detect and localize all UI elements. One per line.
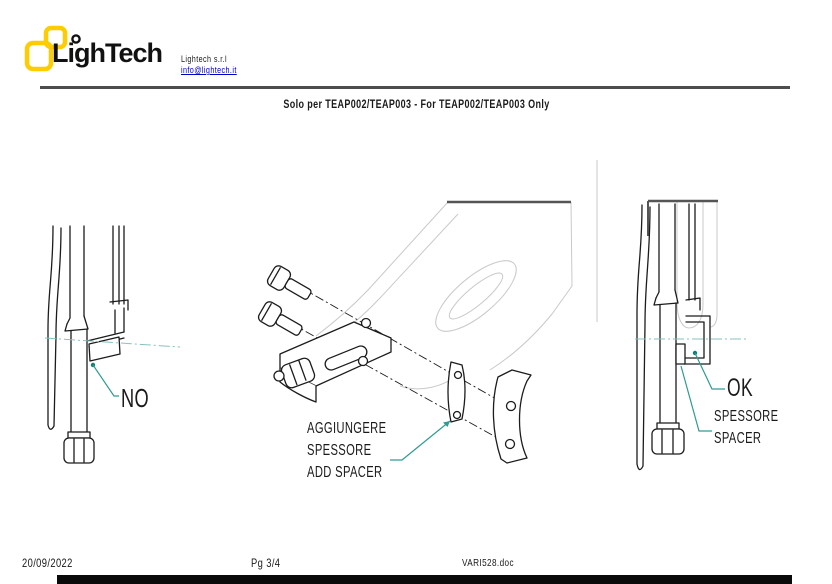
footer-page-number: Pg 3/4 — [251, 556, 281, 570]
label-spacer: SPESSORE SPACER — [714, 408, 779, 447]
footer-doc-name: VARI528.doc — [462, 557, 514, 569]
company-name: Lightech s.r.l — [181, 54, 228, 64]
header: LighTech Lightech s.r.l info@lightech.it — [0, 0, 832, 92]
fork-without-spacer-drawing — [44, 225, 181, 464]
fork-with-spacer-drawing — [635, 199, 747, 471]
label-add-spacer: AGGIUNGERE SPESSORE ADD SPACER — [307, 420, 387, 481]
lightech-logo-icon — [24, 25, 81, 72]
footer-date: 20/09/2022 — [22, 556, 73, 570]
logo-wordmark: LighTech — [52, 38, 163, 68]
label-no: NO — [121, 383, 149, 413]
bottom-bar — [57, 575, 792, 584]
page-title: Solo per TEAP002/TEAP003 - For TEAP002/T… — [282, 97, 550, 111]
title-row: Solo per TEAP002/TEAP003 - For TEAP002/T… — [0, 95, 832, 113]
header-divider — [40, 86, 790, 89]
exploded-assembly-drawing — [257, 160, 598, 464]
label-ok: OK — [727, 374, 753, 402]
email-link[interactable]: info@lightech.it — [181, 65, 237, 75]
